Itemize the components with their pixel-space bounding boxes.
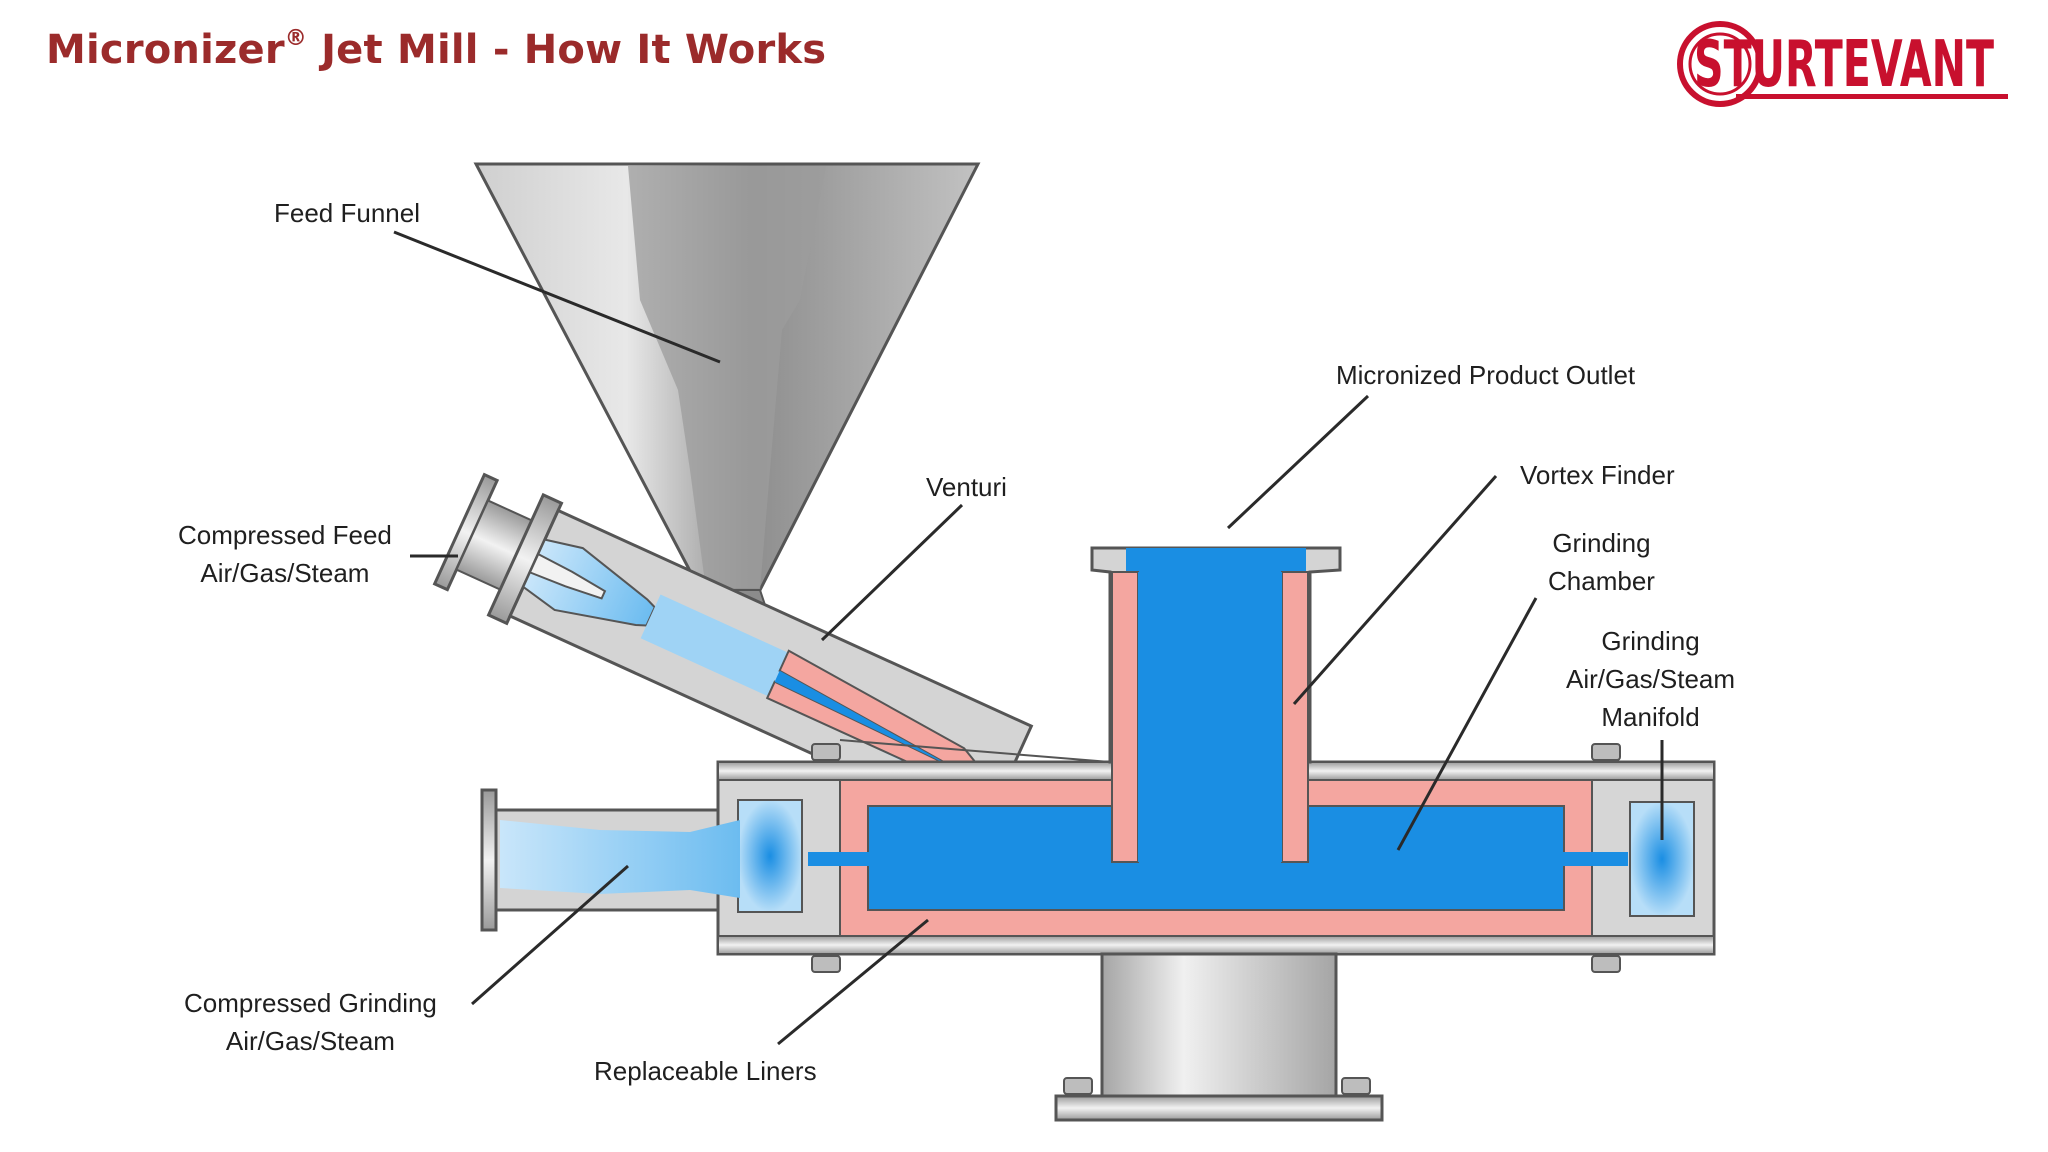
label-venturi: Venturi <box>926 472 1007 502</box>
label-vortex-finder: Vortex Finder <box>1520 460 1675 490</box>
title-rest: Jet Mill - How It Works <box>306 27 827 73</box>
vortex-finder <box>1111 571 1139 863</box>
label-feed-funnel: Feed Funnel <box>274 198 420 228</box>
label-compressed-grinding: Compressed Grinding Air/Gas/Steam <box>184 988 437 1056</box>
label-compressed-feed: Compressed Feed Air/Gas/Steam <box>178 520 392 588</box>
leader-lines <box>393 230 1664 1046</box>
registered-mark: ® <box>284 26 307 51</box>
bolts <box>811 743 1621 1095</box>
label-grinding-manifold: Grinding Air/Gas/Steam Manifold <box>1566 626 1736 732</box>
product-outlet <box>839 546 1342 863</box>
label-replaceable-liners: Replaceable Liners <box>594 1056 817 1086</box>
logo-text: STURTEVANT <box>1694 28 1994 102</box>
feed-injector <box>432 472 1034 834</box>
page-title: Micronizer® Jet Mill - How It Works <box>46 26 826 73</box>
title-main: Micronizer <box>46 27 285 73</box>
sturtevant-logo: STURTEVANT <box>1677 21 2008 107</box>
grinding-inlet <box>480 788 740 932</box>
label-micronized-outlet: Micronized Product Outlet <box>1336 360 1636 390</box>
label-grinding-chamber: Grinding Chamber <box>1548 528 1655 596</box>
bottom-discharge <box>1054 952 1384 1122</box>
